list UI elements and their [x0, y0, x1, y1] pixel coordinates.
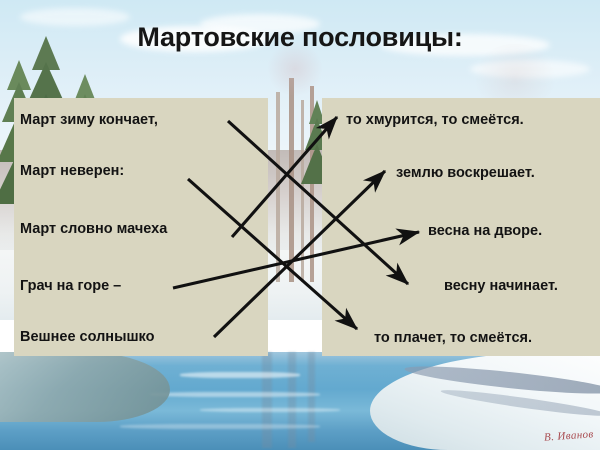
right-phrase-1[interactable]: то хмурится, то смеётся. — [346, 112, 524, 128]
left-phrase-4[interactable]: Грач на горе – — [20, 278, 122, 294]
birch-trunk — [276, 92, 280, 282]
right-phrases-panel — [322, 98, 600, 356]
right-phrase-3[interactable]: весна на дворе. — [428, 223, 543, 239]
water-highlight — [120, 424, 320, 429]
water-highlight — [180, 372, 300, 378]
water-reflection — [288, 352, 296, 448]
cloud — [470, 60, 590, 78]
water-reflection — [308, 352, 315, 442]
connector-l3-r1[interactable] — [230, 115, 339, 239]
birch-twigs — [268, 40, 322, 98]
connector-l4-r3[interactable] — [172, 228, 421, 290]
page-title: Мартовские пословицы: — [137, 22, 463, 52]
left-phrase-3[interactable]: Март словно мачеха — [20, 221, 168, 237]
left-phrase-2[interactable]: Март неверен: — [20, 163, 125, 179]
left-phrase-1[interactable]: Март зиму кончает, — [20, 112, 158, 128]
left-phrase-5[interactable]: Вешнее солнышко — [20, 329, 155, 345]
connector-l5-r2[interactable] — [212, 169, 387, 339]
cloud — [200, 14, 320, 34]
connector-l1-r4[interactable] — [226, 119, 410, 286]
water-highlight — [200, 408, 340, 412]
left-phrases-panel — [14, 98, 268, 356]
birch-trunk — [310, 86, 314, 282]
water-highlight — [150, 392, 320, 397]
right-phrase-2[interactable]: землю воскрешает. — [396, 165, 535, 181]
right-phrase-5[interactable]: то плачет, то смеётся. — [374, 330, 533, 346]
connector-l2-r5[interactable] — [186, 177, 359, 331]
water-reflection — [262, 352, 272, 448]
cloud — [20, 8, 130, 26]
left-bank — [0, 352, 170, 422]
birch-trunk — [301, 100, 304, 282]
cloud — [380, 34, 550, 56]
right-phrase-4[interactable]: весну начинает. — [444, 278, 558, 294]
